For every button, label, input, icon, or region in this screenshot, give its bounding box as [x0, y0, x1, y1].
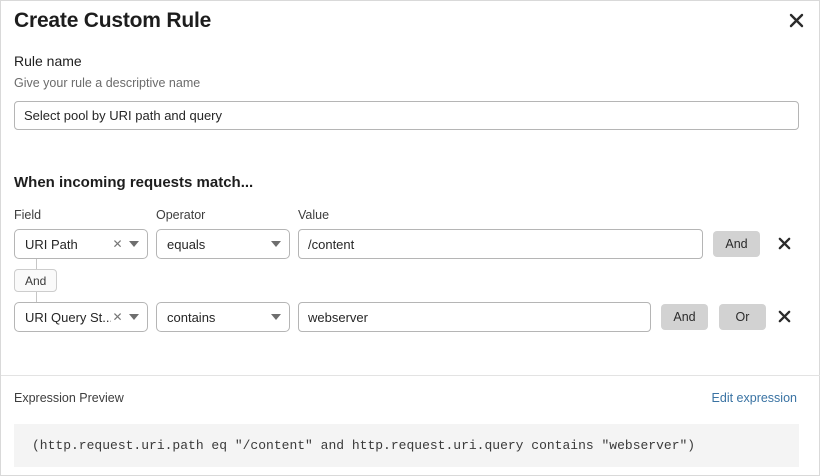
value-input-1[interactable]	[298, 229, 703, 259]
close-icon-glyph	[789, 13, 803, 27]
field-select-1-value: URI Path	[25, 236, 78, 252]
rule-name-label: Rule name	[14, 53, 82, 69]
chevron-down-icon[interactable]	[127, 241, 141, 247]
close-icon-glyph	[778, 310, 790, 322]
condition-connector-and[interactable]: And	[14, 269, 58, 292]
field-select-2[interactable]: URI Query St... ✕	[14, 302, 148, 332]
column-header-field: Field	[14, 208, 42, 222]
close-icon-glyph	[778, 237, 790, 249]
expression-preview-text: (http.request.uri.path eq "/content" and…	[14, 424, 799, 467]
column-header-value: Value	[298, 208, 330, 222]
dialog-title: Create Custom Rule	[14, 9, 212, 32]
footer-divider	[1, 375, 820, 376]
row-2-or-button[interactable]: Or	[719, 304, 766, 330]
conditions-heading: When incoming requests match...	[14, 174, 254, 191]
row-1-and-button[interactable]: And	[713, 231, 760, 257]
connector-line-bottom	[36, 292, 37, 302]
chevron-down-icon[interactable]	[127, 314, 141, 320]
row-2-and-button[interactable]: And	[661, 304, 708, 330]
edit-expression-link[interactable]: Edit expression	[711, 391, 797, 405]
row-1-delete-icon[interactable]	[771, 230, 797, 256]
operator-select-1[interactable]: equals	[156, 229, 290, 259]
operator-select-1-value: equals	[167, 236, 206, 252]
clear-icon[interactable]: ✕	[112, 237, 123, 251]
expression-preview-label: Expression Preview	[14, 391, 124, 405]
rule-name-hint: Give your rule a descriptive name	[14, 76, 201, 90]
rule-name-input[interactable]	[14, 101, 799, 130]
chevron-down-icon[interactable]	[269, 241, 283, 247]
connector-line-top	[36, 259, 37, 269]
value-input-2[interactable]	[298, 302, 651, 332]
row-2-delete-icon[interactable]	[771, 303, 797, 329]
operator-select-2-value: contains	[167, 309, 216, 325]
column-header-operator: Operator	[156, 208, 206, 222]
chevron-down-icon[interactable]	[269, 314, 283, 320]
field-select-2-value: URI Query St...	[25, 309, 111, 325]
operator-select-2[interactable]: contains	[156, 302, 290, 332]
close-icon[interactable]	[783, 7, 809, 33]
clear-icon[interactable]: ✕	[112, 310, 123, 324]
field-select-1[interactable]: URI Path ✕	[14, 229, 148, 259]
